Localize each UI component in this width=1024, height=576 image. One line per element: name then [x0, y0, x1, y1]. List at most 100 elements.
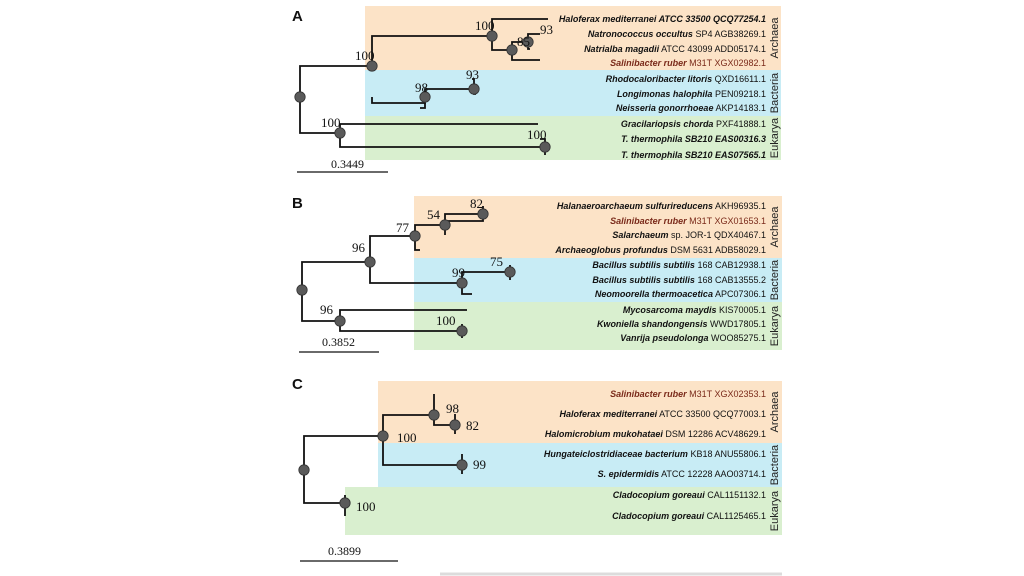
panel-b-taxon-label: Bacillus subtilis subtilis 168 CAB13555.…	[592, 275, 766, 285]
taxon-accession: KB18 ANU55806.1	[688, 449, 766, 459]
taxon-species-name: S. epidermidis	[598, 469, 660, 479]
panel-b-bootstrap-value: 100	[436, 313, 456, 328]
panel-c-bootstrap-value: 100	[356, 499, 376, 514]
panel-a-taxon-label: T. thermophila SB210 EAS07565.1	[621, 150, 766, 160]
panel-a-bootstrap-value: 100	[355, 48, 375, 63]
panel-c-eukarya-label: Eukarya	[769, 490, 781, 531]
panel-c-scale-label: 0.3899	[328, 544, 361, 558]
panel-c-node-marker	[298, 464, 310, 476]
taxon-species-name: Cladocopium goreaui	[612, 511, 705, 521]
panel-b-archaea-box	[414, 196, 782, 258]
panel-b-bootstrap-value: 82	[470, 196, 483, 211]
taxon-accession: PEN09218.1	[712, 89, 766, 99]
panel-a-bacteria-box	[365, 70, 781, 116]
taxon-accession: WOO85275.1	[708, 333, 766, 343]
taxon-species-name: Haloferax mediterranei ATCC 33500 QCQ772…	[559, 14, 766, 24]
panel-a-branch	[420, 103, 426, 109]
panel-c-taxon-label: Cladocopium goreaui CAL1151132.1	[613, 490, 766, 500]
taxon-accession: M31T XGX02982.1	[687, 58, 766, 68]
panel-a-branch	[491, 18, 548, 36]
taxon-species-name: Natrialba magadii	[584, 44, 660, 54]
panel-c-taxon-label: Halomicrobium mukohataei DSM 12286 ACV48…	[545, 429, 766, 439]
panel-a-node-marker	[522, 36, 534, 48]
taxon-species-name: Haloferax mediterranei	[560, 409, 658, 419]
panel-a-node-marker	[366, 60, 378, 72]
taxon-species-name: Archaeoglobus profundus	[554, 245, 668, 255]
panel-a-node-marker	[334, 127, 346, 139]
panel-c-branch	[303, 470, 345, 504]
taxon-species-name: Salinibacter ruber	[610, 389, 687, 399]
panel-b-taxon-label: Neomoorella thermoacetica APC07306.1	[595, 289, 766, 299]
panel-c-archaea-label: Archaea	[769, 391, 781, 433]
taxon-accession: 168 CAB12938.1	[695, 260, 766, 270]
panel-c-node-marker	[449, 419, 461, 431]
taxon-accession: M31T XGX02353.1	[687, 389, 766, 399]
taxon-species-name: Mycosarcoma maydis	[623, 305, 717, 315]
panel-c-taxon-label: Hungateiclostridiaceae bacterium KB18 AN…	[544, 449, 766, 459]
taxon-species-name: Hungateiclostridiaceae bacterium	[544, 449, 688, 459]
panel-c-taxon-label: Cladocopium goreaui CAL1125465.1	[612, 511, 766, 521]
panel-b-taxon-label: Kwoniella shandongensis WWD17805.1	[597, 319, 766, 329]
panel-b-bootstrap-value: 75	[490, 254, 503, 269]
taxon-species-name: Bacillus subtilis subtilis	[592, 275, 695, 285]
panel-a-taxon-label: Rhodocaloribacter litoris QXD16611.1	[606, 74, 766, 84]
panel-b-taxon-label: Vanrija pseudolonga WOO85275.1	[620, 333, 766, 343]
panel-a-letter: A	[292, 8, 303, 25]
panel-c-letter: C	[292, 376, 303, 393]
panel-a-node-marker	[539, 141, 551, 153]
taxon-accession: CAL1125465.1	[704, 511, 766, 521]
taxon-species-name: Longimonas halophila	[617, 89, 713, 99]
panel-b-node-marker	[456, 325, 468, 337]
domain-boxes	[345, 6, 782, 535]
taxon-accession: SP4 AGB38269.1	[693, 29, 766, 39]
panel-b-scale-label: 0.3852	[322, 335, 355, 349]
panel-b-node-marker	[504, 266, 516, 278]
panel-c-bootstrap-value: 99	[473, 457, 486, 472]
panel-a-node-marker	[468, 83, 480, 95]
panel-c-taxon-label: Salinibacter ruber M31T XGX02353.1	[610, 389, 766, 399]
taxon-accession: M31T XGX01653.1	[687, 216, 766, 226]
taxon-species-name: Halomicrobium mukohataei	[545, 429, 664, 439]
taxon-accession: DSM 12286 ACV48629.1	[663, 429, 766, 439]
taxon-species-name: Natronococcus occultus	[588, 29, 693, 39]
panel-a-taxon-label: Salinibacter ruber M31T XGX02982.1	[610, 58, 766, 68]
taxon-species-name: T. thermophila SB210 EAS00316.3	[621, 134, 766, 144]
taxon-species-name: Salinibacter ruber	[610, 216, 687, 226]
panel-b-node-marker	[456, 277, 468, 289]
panel-a-scale-label: 0.3449	[331, 157, 364, 171]
panel-a-bootstrap-value: 93	[540, 22, 553, 37]
panel-b-bootstrap-value: 99	[452, 265, 465, 280]
panel-a-bacteria-label: Bacteria	[769, 72, 781, 113]
panel-c-node-marker	[456, 459, 468, 471]
panel-a-taxon-label: Neisseria gonorrhoeae AKP14183.1	[616, 103, 766, 113]
panel-a-bootstrap-value: 100	[321, 115, 341, 130]
panel-b-node-marker	[477, 208, 489, 220]
taxon-species-name: Vanrija pseudolonga	[620, 333, 708, 343]
panel-a-taxon-label: Haloferax mediterranei ATCC 33500 QCQ772…	[559, 14, 766, 24]
taxon-species-name: Bacillus subtilis subtilis	[592, 260, 695, 270]
taxon-accession: APC07306.1	[713, 289, 766, 299]
taxon-species-name: Salarchaeum	[612, 230, 668, 240]
taxon-accession: QXD16611.1	[712, 74, 766, 84]
panel-b-bootstrap-value: 77	[396, 220, 410, 235]
panel-b-bacteria-box	[414, 258, 782, 302]
panel-a-taxon-label: Gracilariopsis chorda PXF41888.1	[621, 119, 766, 129]
panel-b-taxon-label: Archaeoglobus profundus DSM 5631 ADB5802…	[554, 245, 766, 255]
taxon-species-name: T. thermophila SB210 EAS07565.1	[621, 150, 766, 160]
panel-a-taxon-label: Natronococcus occultus SP4 AGB38269.1	[588, 29, 766, 39]
panel-c-taxon-label: S. epidermidis ATCC 12228 AAO03714.1	[598, 469, 766, 479]
taxon-accession: 168 CAB13555.2	[695, 275, 766, 285]
panel-a-bootstrap-value: 100	[475, 18, 495, 33]
panel-c-bootstrap-value: 82	[466, 418, 479, 433]
panel-b-archaea-label: Archaea	[769, 206, 781, 248]
panel-a-bootstrap-value: 85	[517, 34, 530, 49]
panel-b-bootstrap-value: 96	[352, 240, 366, 255]
panel-a-archaea-box	[365, 6, 781, 70]
taxon-species-name: Salinibacter ruber	[610, 58, 687, 68]
panel-b-node-marker	[409, 230, 421, 242]
panel-a-bootstrap-value: 98	[415, 80, 428, 95]
panel-c-branch	[382, 436, 462, 466]
taxon-accession: sp. JOR-1 QDX40467.1	[668, 230, 766, 240]
panel-b-eukarya-label: Eukarya	[769, 305, 781, 346]
